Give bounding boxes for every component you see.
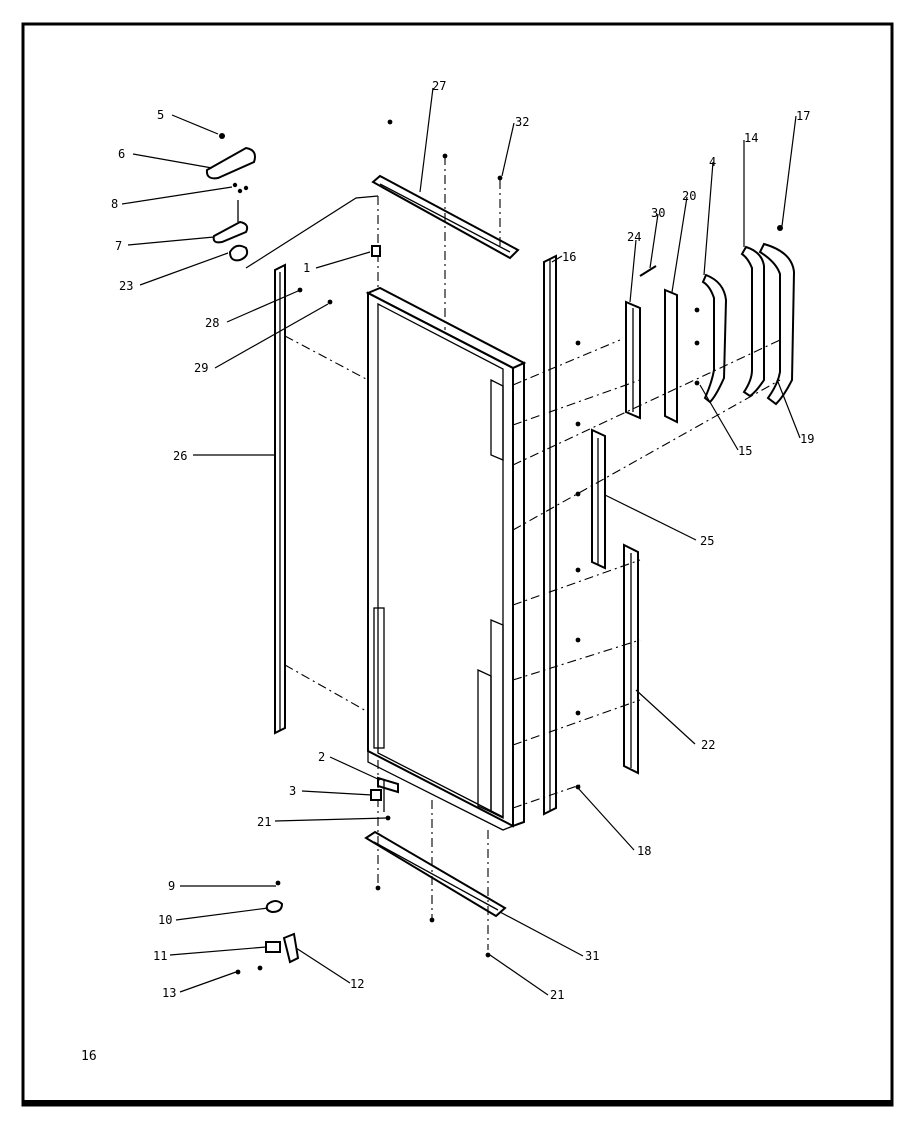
callout-15: 15 — [738, 444, 752, 458]
callout-9: 9 — [168, 879, 175, 893]
callout-1: 1 — [303, 261, 310, 275]
page-number: 16 — [81, 1049, 97, 1064]
callout-24: 24 — [627, 230, 641, 244]
callout-3: 3 — [289, 784, 296, 798]
handle-trim-top — [625, 300, 641, 420]
callout-8: 8 — [111, 197, 118, 211]
callout-4: 4 — [709, 155, 716, 169]
callout-20: 20 — [682, 189, 696, 203]
callout-17: 17 — [796, 109, 810, 123]
callout-2: 2 — [318, 750, 325, 764]
callout-32: 32 — [515, 115, 529, 129]
callout-31: 31 — [585, 949, 599, 963]
handle-cap — [758, 242, 796, 406]
callout-5: 5 — [157, 108, 164, 122]
callout-28: 28 — [205, 316, 219, 330]
bottom-hinge-assembly — [370, 776, 399, 812]
callout-14: 14 — [744, 131, 758, 145]
handle-trim-lower — [623, 543, 639, 775]
door-strip — [543, 254, 557, 816]
callout-6: 6 — [118, 147, 125, 161]
top-hinge-assembly — [205, 133, 381, 269]
leader-lines — [121, 87, 801, 996]
gasket-strip-left — [274, 263, 286, 735]
callout-12: 12 — [350, 977, 364, 991]
top-hinge-bracket — [371, 174, 520, 260]
callout-21-lower: 21 — [550, 988, 564, 1002]
callout-18: 18 — [637, 844, 651, 858]
bottom-hinge-bracket — [364, 830, 507, 918]
callout-25: 25 — [700, 534, 714, 548]
handle-bracket — [740, 245, 765, 398]
callout-22: 22 — [701, 738, 715, 752]
clip — [639, 265, 657, 277]
callout-16: 16 — [562, 250, 576, 264]
bottom-band — [23, 1100, 892, 1106]
door-panel — [365, 286, 527, 831]
callout-7: 7 — [115, 239, 122, 253]
callout-23: 23 — [119, 279, 133, 293]
fastener-screws — [275, 119, 783, 958]
handle-trim-middle — [591, 428, 606, 570]
callout-10: 10 — [158, 913, 172, 927]
callout-21-upper: 21 — [257, 815, 271, 829]
callout-labels: 5 6 8 7 23 1 28 29 26 27 32 16 24 30 20 … — [111, 79, 814, 1002]
callout-29: 29 — [194, 361, 208, 375]
callout-11: 11 — [153, 949, 167, 963]
trim-plate — [664, 288, 678, 424]
handle — [701, 273, 728, 404]
callout-19: 19 — [800, 432, 814, 446]
callout-27: 27 — [432, 79, 446, 93]
callout-13: 13 — [162, 986, 176, 1000]
callout-30: 30 — [651, 206, 665, 220]
callout-26: 26 — [173, 449, 187, 463]
lower-hinge-assembly — [235, 900, 300, 975]
